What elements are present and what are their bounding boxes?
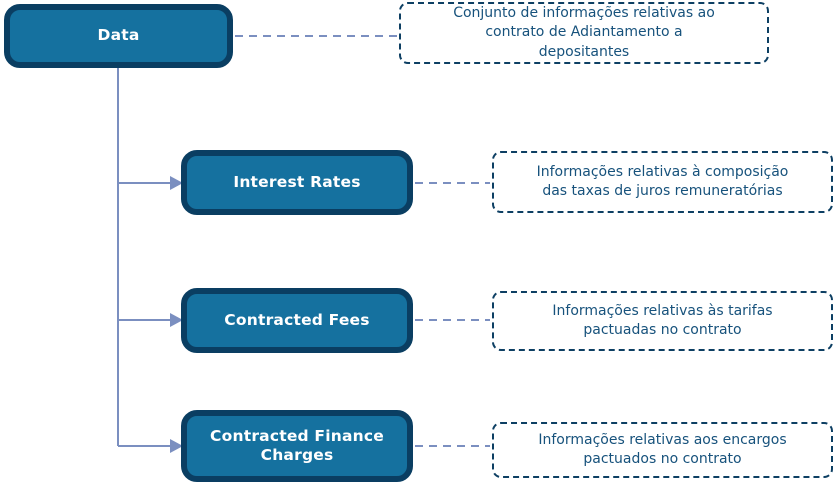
right-arrow-icon xyxy=(170,313,183,327)
note-line: depositantes xyxy=(538,43,630,60)
node-contracted-fees: Contracted Fees xyxy=(181,288,413,353)
node-data: Data xyxy=(4,4,233,68)
note-line: contrato de Adiantamento a xyxy=(485,24,683,41)
right-arrow-icon xyxy=(170,176,183,190)
note-line: pactuados no contrato xyxy=(583,451,742,467)
note-line: das taxas de juros remuneratórias xyxy=(542,183,783,199)
node-label: Contracted Fees xyxy=(224,310,370,329)
note-contracted-fees: Informações relativas às tarifas pactuad… xyxy=(492,291,833,351)
node-label: Interest Rates xyxy=(233,172,361,191)
node-contracted-finance-charges: Contracted Finance Charges xyxy=(181,410,413,482)
note-line: Informações relativas aos encargos xyxy=(538,431,787,448)
note-line: Informações relativas à composição xyxy=(536,163,789,180)
tree-connector xyxy=(117,68,183,453)
note-interest-rates: Informações relativas à composição das t… xyxy=(492,151,833,213)
node-label: Contracted Finance Charges xyxy=(210,426,384,464)
right-arrow-icon xyxy=(170,439,183,453)
note-data: Conjunto de informações relativas ao con… xyxy=(399,2,769,64)
note-contracted-finance-charges: Informações relativas aos encargos pactu… xyxy=(492,422,833,478)
note-line: Conjunto de informações relativas ao xyxy=(453,5,715,22)
note-line: Informações relativas às tarifas xyxy=(552,302,773,319)
node-label: Data xyxy=(97,26,140,45)
node-interest-rates: Interest Rates xyxy=(181,150,413,215)
note-line: pactuadas no contrato xyxy=(583,322,742,338)
note-link-lines xyxy=(235,35,490,447)
